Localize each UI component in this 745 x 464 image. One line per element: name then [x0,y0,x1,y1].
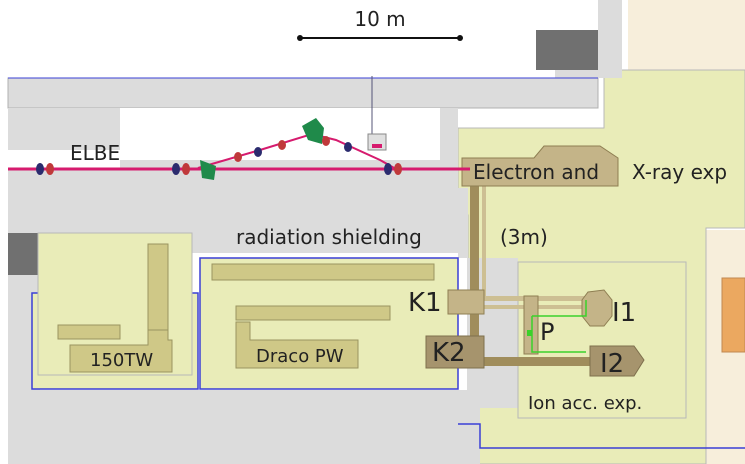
draco-label: Draco PW [256,346,344,367]
wall-line-bottom [458,423,745,449]
k1-label: K1 [408,288,442,318]
draco-bar-middle [235,305,391,321]
scale-bar-label: 10 m [354,7,405,31]
elbe-branch-dump-2 [372,144,382,148]
xray-label: X-ray exp [632,160,727,184]
magnet-quad [394,163,402,175]
k2-chamber [425,335,485,369]
tw150-label: 150TW [90,350,153,371]
magnet-quad [234,152,242,162]
p-label: P [540,318,554,346]
p-green-marker [527,330,532,336]
shielding-band-upper [7,77,599,109]
magnet-quad [36,163,44,175]
magnet-quad [254,147,262,157]
magnet-quad [344,142,352,152]
shielding-column-right [458,188,468,258]
k1-chamber [447,289,485,315]
i2-label: I2 [600,349,624,379]
beamline-p-vertical [523,295,539,355]
shielding-bottom [8,390,468,464]
electron-xray-chamber [461,145,619,187]
elbe-hall-cutout [120,108,440,160]
electron-label: Electron and [473,160,599,184]
magnet-quad [278,140,286,150]
scale-bar-end-left [297,35,303,41]
magnet-quad [172,163,180,175]
i2-chamber [589,345,645,377]
draco-bar-l-shape [235,321,359,369]
scale-bar: 10 m [297,7,463,41]
magnet-quad [322,136,330,146]
i1-chamber [581,289,613,327]
ion-room [517,261,687,419]
green-dipole-2 [302,118,324,144]
shielding-strip-vertical [598,0,622,78]
magnet-quad [384,163,392,175]
dark-block-top-right [536,30,598,70]
k2-label: K2 [432,338,466,368]
p-green-line [531,300,587,353]
beamline-k2-horizontal [482,357,592,366]
beamline-vertical-main [470,178,479,350]
scale-bar-end-right [457,35,463,41]
radiation-shielding-label: radiation shielding [236,225,422,249]
magnet-quad [182,163,190,175]
beamline-vertical-thin [482,178,486,296]
orange-box [721,277,745,353]
tw150-bar-l-shape [69,329,173,373]
i1-label: I1 [612,298,636,328]
beamline-length-label: (3m) [500,225,548,249]
elbe-magnets [36,118,402,180]
magnet-quad [46,163,54,175]
shielding-right-lower [458,408,480,464]
tw150-bar-vertical [147,243,169,339]
tw150-bar-horizontal [57,324,121,340]
elbe-label: ELBE [70,141,120,165]
green-dipole-1 [200,160,216,180]
elbe-hall-cutout-left [8,150,120,170]
ion-acc-label: Ion acc. exp. [528,393,642,414]
draco-bar-top [211,263,435,281]
